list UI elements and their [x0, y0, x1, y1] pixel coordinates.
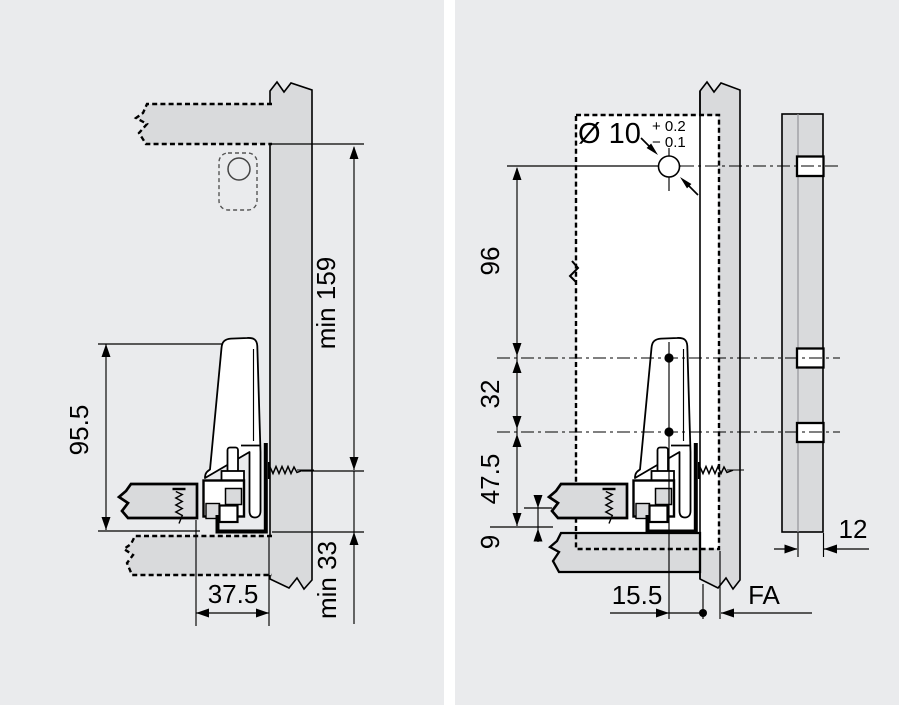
drill-hole [657, 155, 681, 178]
fixing-hole-dot-top [664, 353, 674, 363]
cabinet-bottom-panel [547, 531, 702, 574]
arrow-up-icon [101, 344, 111, 357]
arrow-up-icon [349, 532, 359, 545]
arrow-left-icon [824, 544, 837, 554]
arrow-down-icon [101, 517, 111, 530]
back-panel-outline [574, 113, 721, 551]
arrow-right-icon [256, 608, 269, 618]
arrow-left-icon [196, 608, 209, 618]
arrow-diagonal-icon [646, 143, 658, 155]
back-panel-section [781, 113, 825, 533]
back-panel-break-mark [568, 260, 580, 283]
arrow-down-icon [512, 343, 522, 356]
dim-label-47-5: 47.5 [475, 454, 505, 505]
hole-diameter-label: Ø 10 [578, 118, 641, 150]
cabinet-bottom-fill [124, 536, 272, 575]
dim-label-95-5: 95.5 [64, 405, 94, 456]
arrow-up-icon [349, 146, 359, 159]
dowel-hole [227, 157, 251, 181]
arrow-down-icon [512, 416, 522, 429]
arrow-up-icon [533, 528, 543, 542]
cabinet-top-rail-outline [133, 102, 272, 146]
arrow-right-icon [656, 608, 669, 618]
dim-origin-dot [699, 609, 707, 617]
fixing-hole-dot-bottom [664, 427, 674, 437]
dim-label-32: 32 [475, 380, 505, 409]
cabinet-top-rail-fill [136, 104, 272, 144]
arrow-left-icon [721, 608, 734, 618]
dim-label-12: 12 [839, 514, 868, 544]
arrow-right-icon [784, 544, 798, 554]
back-panel-board [781, 113, 824, 533]
arrow-up-icon [512, 167, 522, 180]
cabinet-side-panel [269, 80, 313, 591]
arrow-up-icon [512, 434, 522, 447]
dim-label-96: 96 [475, 247, 505, 276]
dowel-position-outline [218, 152, 258, 211]
hole-tolerance-minus: − 0.1 [652, 134, 686, 151]
cabinet-bottom-outline [121, 534, 272, 577]
dim-label-15-5: 15.5 [612, 580, 663, 610]
dim-label-fa: FA [748, 580, 780, 610]
arrow-down-icon [512, 513, 522, 526]
left-drawing: min 159 min 33 95.5 37.5 [64, 80, 364, 626]
dim-label-9: 9 [475, 535, 505, 549]
arrow-down-icon [533, 495, 543, 508]
hole-tolerance-plus: + 0.2 [652, 118, 686, 135]
arrow-diagonal-icon [680, 177, 692, 189]
right-drawing: Ø 10 + 0.2 − 0.1 96 32 47.5 9 15.5 FA [475, 80, 869, 619]
dim-label-37-5: 37.5 [208, 579, 259, 609]
arrow-up-icon [512, 360, 522, 373]
arrow-down-icon [349, 457, 359, 470]
dim-label-min-159: min 159 [311, 257, 341, 350]
dim-label-min-33: min 33 [312, 541, 342, 619]
